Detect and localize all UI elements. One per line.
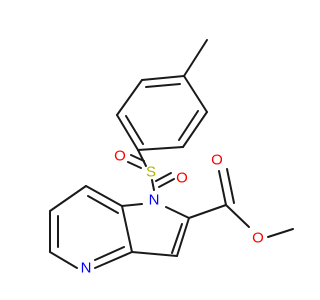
bond-tolyl-sulfur [137, 149, 147, 167]
bond-tolyl-4 [137, 146, 184, 151]
bond-c5-n4 [49, 251, 78, 269]
bond-n-c2 [165, 206, 190, 219]
bonds [49, 39, 294, 269]
bond-tolyl-1-inner [145, 83, 181, 88]
carbonyl-oxygen-label: O [211, 152, 223, 169]
pyridine-nitrogen-label: N [81, 260, 92, 277]
bond-ester-o-methyl [267, 228, 294, 238]
bond-c3-c3a [131, 251, 178, 257]
pyrrole-nitrogen-label: N [149, 192, 160, 209]
bond-tolyl-2 [116, 79, 143, 116]
bond-tolyl-1 [141, 75, 185, 81]
bond-c7a-c7 [85, 185, 123, 207]
bond-sulfur-nitrogen [151, 179, 155, 191]
sulfonyl-oxygen-bottom-label: O [176, 170, 188, 187]
bond-c7-c6 [49, 185, 87, 212]
bond-c7a-c7-inner [87, 195, 119, 214]
bond-n4-c3a-inner [94, 246, 125, 261]
bond-c2-carbonyl [188, 204, 227, 219]
bond-s-o-left-a [130, 154, 145, 162]
bond-carbonyl-double-b [226, 168, 235, 204]
bond-s-o-bottom-b [158, 178, 175, 188]
molecule-diagram: S O O N N O O [49, 39, 294, 277]
sulfur-atom-label: S [146, 164, 156, 181]
bond-methyl-tolyl [183, 39, 208, 77]
bond-c2-c3-inner [171, 223, 183, 254]
bond-s-o-left-b [127, 161, 142, 169]
bond-c7a-n [121, 203, 143, 207]
bond-c2-c3 [176, 217, 190, 257]
structure-canvas: S O O N N O O [49, 39, 294, 277]
bond-carbonyl-ester-o [225, 204, 250, 228]
sulfonyl-oxygen-left-label: O [114, 148, 126, 165]
bond-tolyl-3-inner [125, 115, 144, 145]
bond-tolyl-5-inner [178, 110, 199, 141]
bond-tolyl-6 [183, 75, 208, 113]
bond-n4-c3a [94, 251, 133, 269]
bond-tolyl-3 [116, 114, 139, 151]
bond-s-o-bottom-a [155, 172, 172, 182]
atom-labels: S O O N N O O [81, 148, 264, 277]
ester-oxygen-label: O [252, 230, 264, 247]
bond-c3a-c7a [121, 205, 133, 253]
bond-carbonyl-double-a [218, 170, 227, 206]
bond-tolyl-5 [182, 111, 208, 148]
